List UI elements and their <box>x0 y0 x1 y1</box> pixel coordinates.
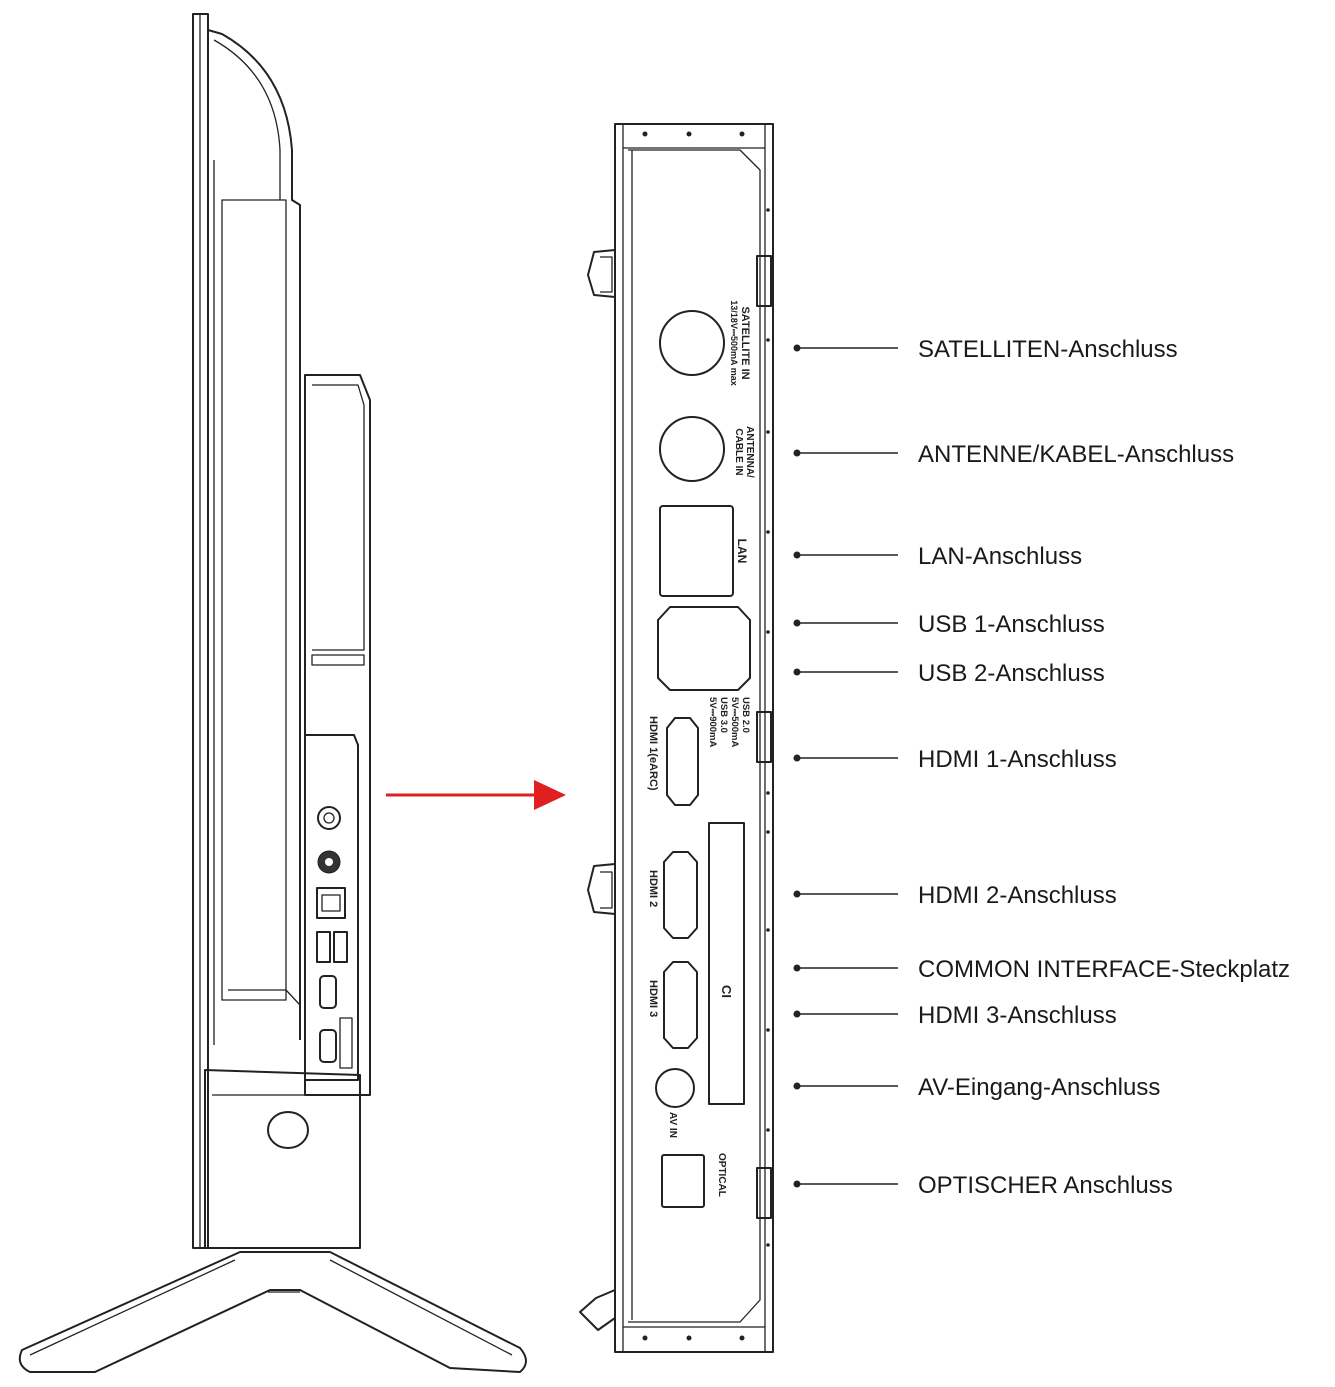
callout-av-in: AV-Eingang-Anschluss <box>793 1074 1160 1101</box>
pointer-arrow <box>386 780 566 810</box>
callout-label: ANTENNE/KABEL-Anschluss <box>918 441 1234 468</box>
callout-lan: LAN-Anschluss <box>793 543 1082 570</box>
callout-label: HDMI 3-Anschluss <box>918 1002 1117 1029</box>
label-hdmi1: HDMI 1(eARC) <box>647 716 659 791</box>
tv-side-port-usb1 <box>316 931 331 963</box>
label-usb20: USB 2.0 <box>740 697 751 733</box>
callout-hdmi1: HDMI 1-Anschluss <box>793 746 1117 773</box>
callout-hdmi2: HDMI 2-Anschluss <box>793 882 1117 909</box>
label-usb20-spec: 5V⎓500mA <box>729 697 740 747</box>
label-ci: CI <box>719 985 734 998</box>
tv-side-view <box>18 13 527 1373</box>
port-panel-frame <box>614 123 774 1353</box>
callout-antenna-cable: ANTENNE/KABEL-Anschluss <box>793 441 1234 468</box>
label-cable-in: CABLE IN <box>733 428 744 475</box>
callout-usb2: USB 2-Anschluss <box>793 660 1105 687</box>
callout-optical: OPTISCHER Anschluss <box>793 1172 1173 1199</box>
callout-label: SATELLITEN-Anschluss <box>918 336 1178 363</box>
tv-side-port-usb2 <box>333 931 348 963</box>
label-usb30-spec: 5V⎓900mA <box>707 697 718 747</box>
label-hdmi3: HDMI 3 <box>647 980 659 1017</box>
callout-label: OPTISCHER Anschluss <box>918 1172 1173 1199</box>
label-antenna: ANTENNA/ <box>744 426 755 478</box>
callout-satellite: SATELLITEN-Anschluss <box>793 336 1178 363</box>
label-satellite-in: SATELLITE IN <box>739 306 751 379</box>
port-panel-closeup: SATELLITE IN 13/18V⎓500mA max ANTENNA/ C… <box>579 123 774 1353</box>
tv-side-port-sat <box>317 806 341 830</box>
port-lan <box>659 505 734 597</box>
tv-side-port-lan <box>316 887 346 919</box>
port-hdmi2 <box>663 851 698 939</box>
tv-stand-legs <box>18 1251 527 1373</box>
tv-side-port-hdmi <box>319 975 337 1009</box>
callout-label: USB 2-Anschluss <box>918 660 1105 687</box>
tv-back-cover-top <box>207 29 301 1040</box>
port-usb-stack <box>657 606 751 691</box>
tv-rear-housing <box>304 374 371 1096</box>
label-satellite-spec: 13/18V⎓500mA max <box>729 300 739 385</box>
label-optical: OPTICAL <box>716 1153 727 1197</box>
label-lan: LAN <box>735 539 749 564</box>
port-antenna-cable <box>659 416 725 482</box>
tv-stand-base-block <box>204 1069 361 1249</box>
callout-label: AV-Eingang-Anschluss <box>918 1074 1160 1101</box>
port-satellite <box>659 310 725 376</box>
callout-common-interface: COMMON INTERFACE-Steckplatz <box>793 956 1290 983</box>
callout-label: LAN-Anschluss <box>918 543 1082 570</box>
callout-list: SATELLITEN-Anschluss ANTENNE/KABEL-Ansch… <box>793 336 1290 1199</box>
tv-side-port-panel <box>306 734 359 1081</box>
callout-label: HDMI 1-Anschluss <box>918 746 1117 773</box>
label-hdmi2: HDMI 2 <box>647 870 659 907</box>
callout-label: USB 1-Anschluss <box>918 611 1105 638</box>
label-usb30: USB 3.0 <box>718 697 729 733</box>
port-optical <box>661 1154 705 1208</box>
port-hdmi3 <box>663 961 698 1049</box>
label-av-in: AV IN <box>667 1112 678 1138</box>
port-av-in <box>655 1068 695 1108</box>
port-hdmi1 <box>666 717 699 806</box>
callout-hdmi3: HDMI 3-Anschluss <box>793 1002 1117 1029</box>
callout-label: HDMI 2-Anschluss <box>918 882 1117 909</box>
callout-label: COMMON INTERFACE-Steckplatz <box>918 956 1290 983</box>
port-ci-slot <box>708 822 745 1105</box>
callout-usb1: USB 1-Anschluss <box>793 611 1105 638</box>
